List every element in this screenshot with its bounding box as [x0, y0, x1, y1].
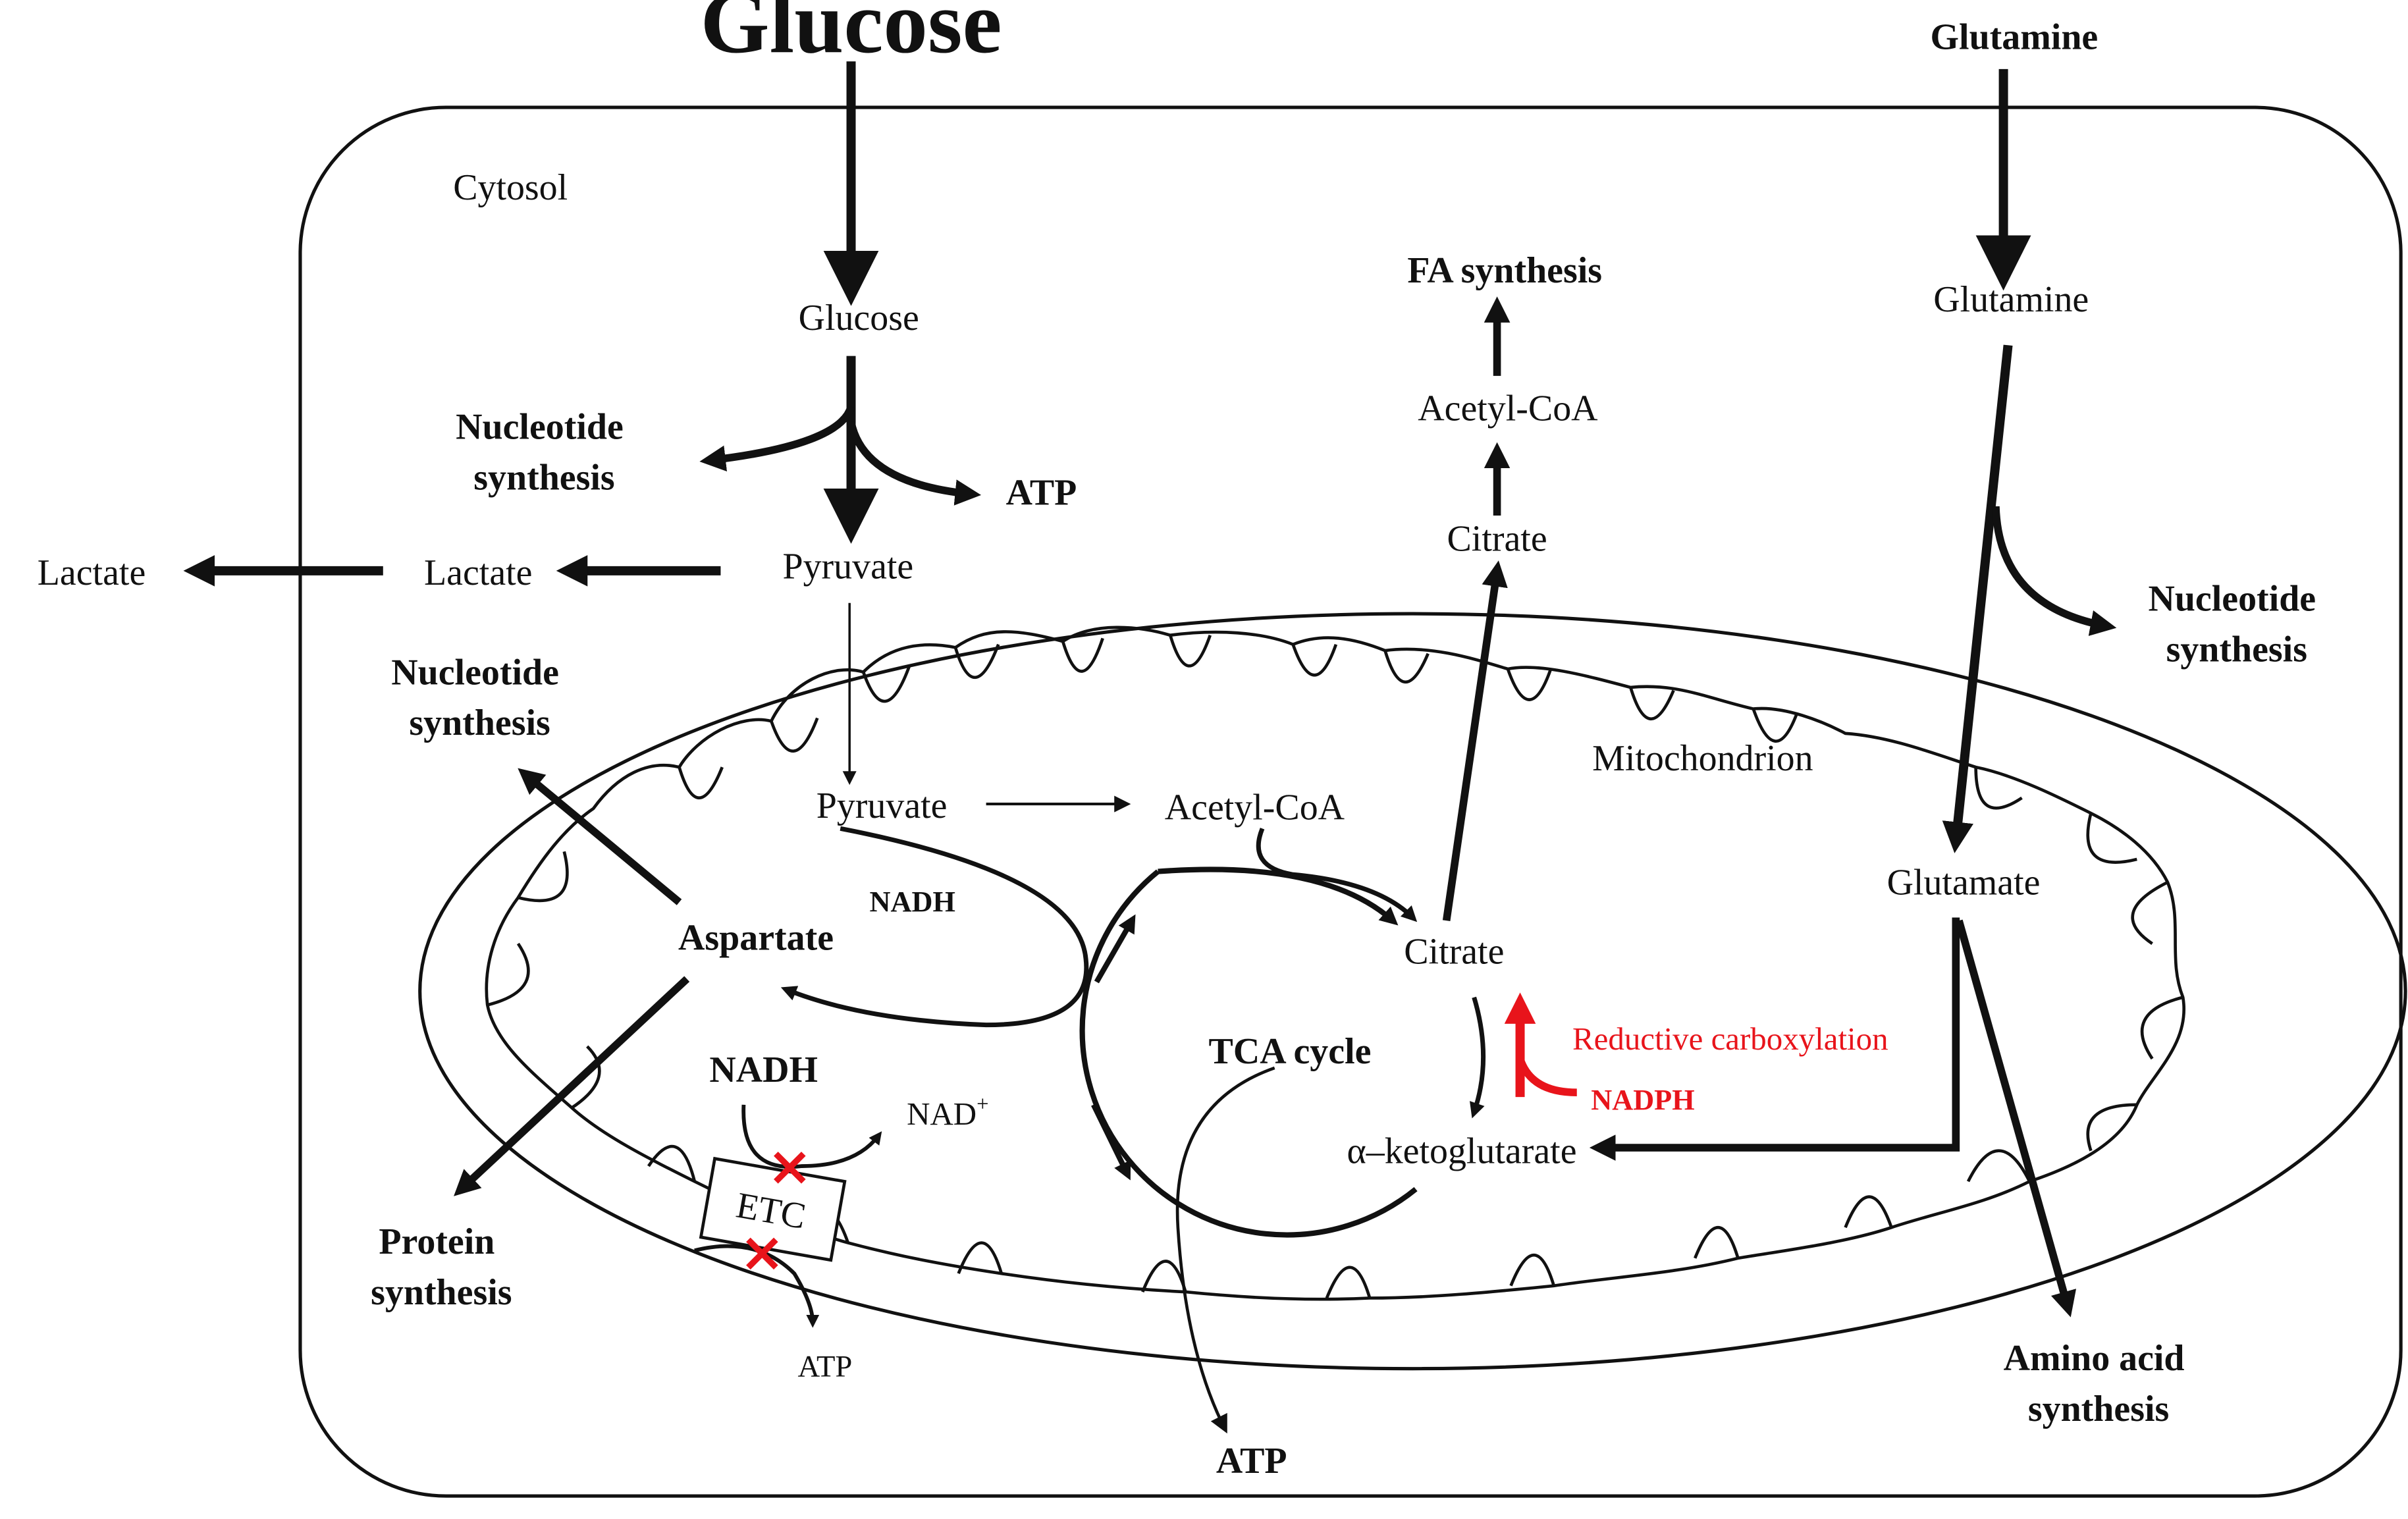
lactate-cytosol-label: Lactate: [424, 552, 532, 593]
reductive-carboxylation-label: Reductive carboxylation: [1572, 1021, 1888, 1057]
nucleotide-synthesis-top-label: Nucleotide synthesis: [456, 406, 633, 498]
protein-synthesis-label: Protein synthesis: [371, 1221, 512, 1313]
fa-synthesis-label: FA synthesis: [1407, 250, 1602, 291]
oaa-to-aspartate-arrow: [780, 826, 1089, 1028]
glucose-cytosol-label: Glucose: [799, 298, 919, 338]
glutamine-outside-label: Glutamine: [1931, 17, 2099, 58]
tca-cycle-arrow-left-down: [1091, 1104, 1131, 1181]
glutamine-to-nucleotide-arrow: [1992, 506, 2117, 636]
glucose-outside-label: Glucose: [701, 0, 1002, 72]
nadph-label: NADPH: [1591, 1084, 1694, 1116]
mitochondrion-label: Mitochondrion: [1592, 738, 1813, 779]
tca-cycle-label: TCA cycle: [1209, 1031, 1372, 1072]
acetylcoa-mito-label: Acetyl-CoA: [1165, 787, 1345, 828]
etc-to-atp-arrow: [694, 1244, 820, 1328]
glucose-to-atp-arrow: [847, 421, 982, 506]
pyruvate-mito-label: Pyruvate: [816, 786, 948, 826]
glutamine-cytosol-label: Glutamine: [1933, 279, 2089, 320]
aspartate-to-protein-arrow: [454, 976, 690, 1196]
etc-inhibition-cross-bottom: [746, 1237, 778, 1270]
glutamate-to-aminoacid-arrow: [1955, 919, 2077, 1318]
acetylcoa-to-citrate-arrow: [1256, 828, 1418, 922]
mitochondrion-outer-membrane: [418, 612, 2407, 1371]
tca-cycle-arrow-left-up: [1094, 914, 1136, 984]
glutamate-to-akg-arrow: [1589, 917, 1960, 1161]
atp-tca-label: ATP: [1216, 1441, 1287, 1481]
citrate-mito-label: Citrate: [1404, 931, 1504, 972]
glutamate-label: Glutamate: [1887, 863, 2041, 903]
cytosol-label: Cytosol: [453, 167, 568, 208]
aspartate-label: Aspartate: [678, 917, 834, 958]
citrate-to-akg-arrow: [1470, 996, 1486, 1119]
nucleotide-synthesis-left-label: Nucleotide synthesis: [391, 652, 568, 743]
cristae-folds: [487, 634, 2183, 1299]
lactate-outside-label: Lactate: [38, 552, 146, 593]
nadph-input-curve: [1516, 1057, 1577, 1097]
nadh-etc-label: NADH: [709, 1050, 818, 1090]
tca-to-atp-arrow: [1175, 1066, 1275, 1434]
nadh-to-etc-arrow: [741, 1104, 882, 1169]
etc-inhibition-cross-top: [774, 1152, 806, 1184]
acetylcoa-cytosol-label: Acetyl-CoA: [1418, 388, 1597, 429]
citrate-cytosol-label: Citrate: [1447, 519, 1547, 560]
glucose-to-nucleotide-arrow: [699, 405, 855, 471]
aspartate-to-nucleotide-arrow: [518, 768, 682, 905]
nadh-small-label: NADH: [870, 886, 955, 918]
alpha-ketoglutarate-label: α–ketoglutarate: [1347, 1131, 1576, 1171]
amino-acid-synthesis-label: Amino acid synthesis: [2004, 1338, 2194, 1429]
cell-membrane: [298, 105, 2403, 1498]
nucleotide-synthesis-right-label: Nucleotide synthesis: [2148, 578, 2325, 670]
glutamine-to-glutamate-arrow: [1942, 344, 2013, 853]
citrate-export-arrow: [1442, 560, 1508, 922]
atp-etc-label: ATP: [797, 1349, 852, 1383]
atp-glycolysis-label: ATP: [1006, 473, 1077, 514]
tca-cycle-arrow-top: [1158, 866, 1399, 926]
tca-cycle-ring: [1079, 869, 1418, 1238]
pyruvate-cytosol-label: Pyruvate: [783, 546, 914, 587]
nad-plus-label: NAD+: [907, 1092, 988, 1132]
